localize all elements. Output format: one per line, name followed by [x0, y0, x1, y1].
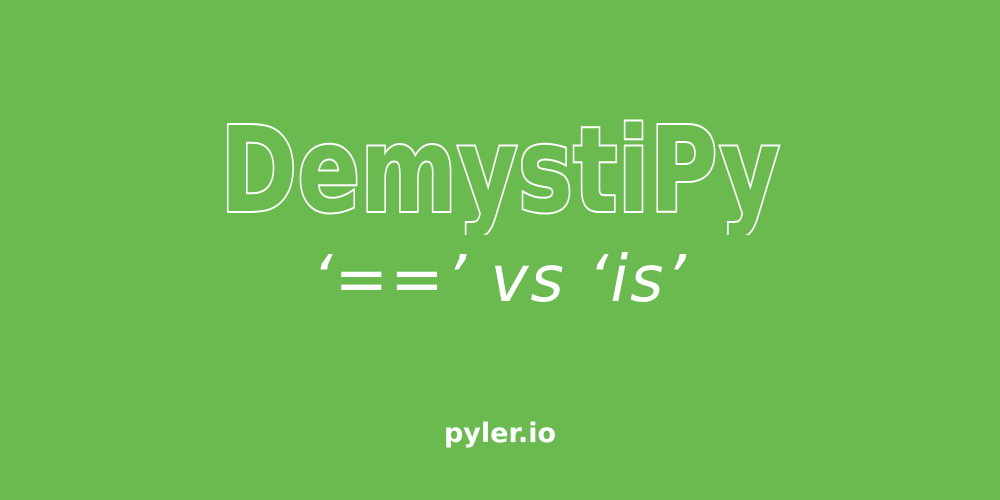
banner-subtitle: ‘==’ vs ‘is’ — [312, 243, 688, 317]
banner-title: DemystiPy — [0, 95, 1000, 235]
title-text: DemystiPy — [220, 101, 780, 235]
title-outline-text: DemystiPy — [218, 99, 782, 235]
site-url: pyler.io — [443, 418, 557, 449]
